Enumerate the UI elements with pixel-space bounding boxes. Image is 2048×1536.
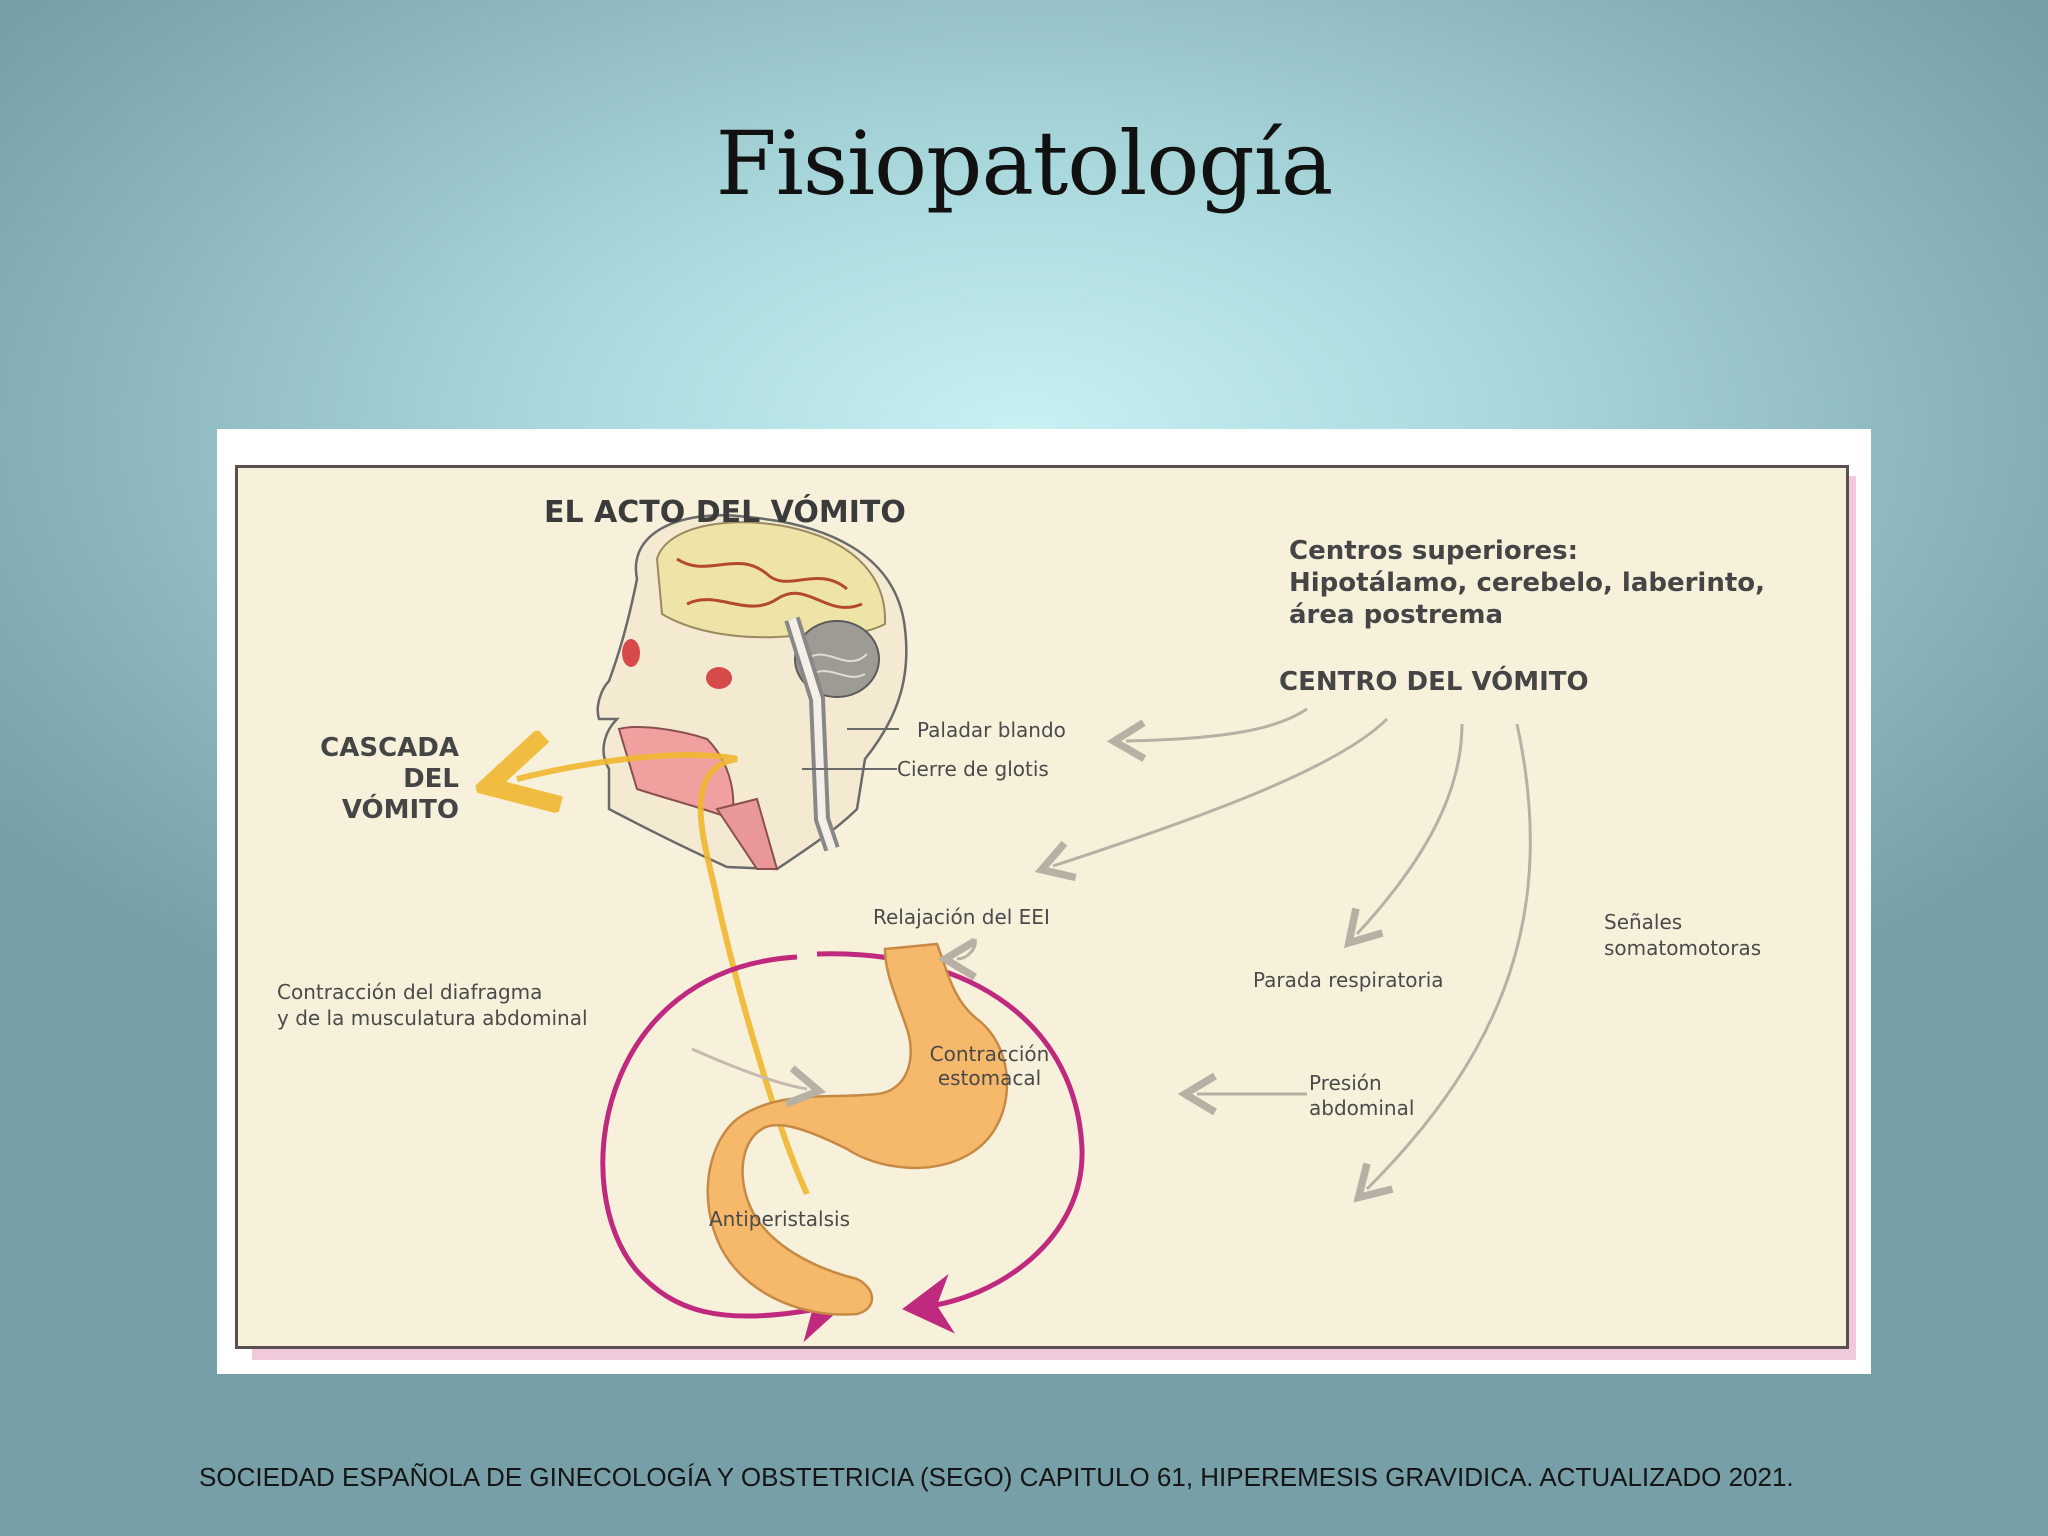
label-glotis: Cierre de glotis — [897, 757, 1049, 781]
arrow-to-paladar — [1106, 707, 1308, 762]
label-parada: Parada respiratoria — [1253, 968, 1444, 992]
label-line: VÓMITO — [341, 795, 459, 825]
label-paladar: Paladar blando — [917, 718, 1066, 742]
label-line: Hipotálamo, cerebelo, laberinto, — [1289, 568, 1766, 598]
diagram-illustration — [217, 514, 1532, 1343]
label-line: Señales — [1604, 910, 1683, 934]
label-eei: Relajación del EEI — [873, 905, 1050, 929]
arrow-to-eei — [1034, 717, 1389, 882]
stomach-illustration — [706, 942, 1009, 1316]
arrow-diafragma — [691, 1047, 827, 1108]
slide-title: Fisiopatología — [715, 112, 1334, 215]
label-line: somatomotoras — [1604, 936, 1762, 960]
label-line: Centros superiores: — [1289, 536, 1579, 566]
label-centros-superiores: Centros superiores: Hipotálamo, cerebelo… — [1289, 535, 1765, 631]
slide-footer-citation: SOCIEDAD ESPAÑOLA DE GINECOLOGÍA Y OBSTE… — [199, 1462, 1794, 1492]
label-antiperistalsis: Antiperistalsis — [709, 1207, 851, 1231]
arrow-to-senales — [1353, 723, 1532, 1203]
label-diafragma: Contracción del diafragma y de la muscul… — [277, 979, 588, 1031]
label-line: DEL — [403, 764, 459, 794]
vomit-path — [517, 755, 810, 1196]
label-line: Contracción del diafragma — [277, 980, 543, 1004]
label-line: área postrema — [1289, 600, 1504, 630]
label-line: Presión — [1309, 1071, 1382, 1095]
label-senales: Señales somatomotoras — [1604, 909, 1761, 961]
abdominal-circle-left — [600, 954, 847, 1343]
head-illustration — [596, 514, 908, 871]
label-line: CASCADA — [320, 733, 459, 763]
label-line: abdominal — [1309, 1096, 1415, 1120]
label-line: Contracción — [929, 1042, 1050, 1066]
label-contraccion: Contracción estomacal — [917, 1042, 1062, 1090]
label-presion: Presión abdominal — [1309, 1071, 1414, 1121]
label-cascada: CASCADA DEL VÓMITO — [294, 733, 459, 826]
diagram-figure: EL ACTO DEL VÓMITO Centros superiores: H… — [217, 429, 1871, 1374]
arrow-to-parada — [1343, 723, 1464, 949]
arrow-eei — [937, 937, 977, 981]
figure-panel — [235, 465, 1849, 1349]
label-centro-vomito: CENTRO DEL VÓMITO — [1279, 667, 1589, 697]
label-line: estomacal — [937, 1066, 1042, 1090]
label-line: y de la musculatura abdominal — [277, 1006, 588, 1030]
diagram-heading: EL ACTO DEL VÓMITO — [544, 495, 906, 530]
